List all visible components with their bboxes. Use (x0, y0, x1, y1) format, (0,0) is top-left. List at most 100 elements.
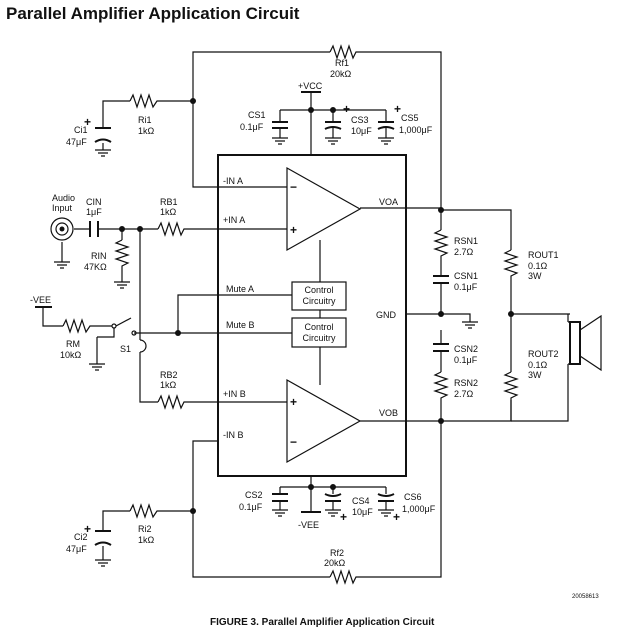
pin-in-a-pos: +IN A (223, 215, 245, 225)
capacitors (89, 121, 449, 546)
resistors (62, 44, 519, 585)
svg-text:+: + (290, 223, 297, 237)
control-b-line1: Control (304, 322, 333, 332)
label-cs1-name: CS1 (248, 110, 266, 120)
label-rsn2-value: 2.7Ω (454, 389, 474, 399)
supply-rails (35, 91, 321, 513)
capacitor-cs1 (272, 121, 288, 129)
ground-icon (325, 137, 341, 145)
ground-icon (378, 137, 394, 145)
label-ri2-value: 1kΩ (138, 535, 155, 545)
resistor-rf1 (329, 44, 358, 60)
ground-icon (95, 559, 111, 567)
opamp-b (286, 378, 362, 464)
capacitor-cs3 (324, 121, 342, 130)
label-ri2-name: Ri2 (138, 524, 152, 534)
label-ci2-value: 47μF (66, 544, 87, 554)
label-cs4-name: CS4 (352, 496, 370, 506)
label-rb2-value: 1kΩ (160, 380, 177, 390)
label-rout1-name: ROUT1 (528, 250, 559, 260)
label-ci1-value: 47μF (66, 137, 87, 147)
ground-icon (378, 509, 394, 517)
label-rf2-name: Rf2 (330, 548, 344, 558)
label-rm-value: 10kΩ (60, 350, 82, 360)
ground-icon (89, 363, 105, 371)
svg-text:+: + (394, 102, 401, 116)
pin-gnd: GND (376, 310, 397, 320)
svg-text:+: + (84, 115, 91, 129)
switch-label: S1 (120, 344, 131, 354)
label-csn1-value: 0.1μF (454, 282, 478, 292)
capacitor-csn1 (433, 275, 449, 284)
label-cs5-value: 1,000μF (399, 125, 433, 135)
label-cs1-value: 0.1μF (240, 122, 264, 132)
pin-labels: -IN A +IN A VOA Mute A GND Mute B +IN B … (223, 176, 398, 440)
page-title: Parallel Amplifier Application Circuit (6, 4, 300, 23)
vee-bottom-label: -VEE (298, 520, 319, 530)
label-rm-name: RM (66, 339, 80, 349)
svg-text:Input: Input (52, 203, 73, 213)
switch-s1-icon (97, 317, 147, 353)
capacitor-cin (89, 221, 99, 237)
control-b-line2: Circuitry (303, 333, 336, 343)
label-cin-name: CIN (86, 197, 102, 207)
label-ci1-name: Ci1 (74, 125, 88, 135)
label-rout1-rating: 3W (528, 271, 542, 281)
control-circuitry-a (291, 281, 347, 311)
svg-text:+: + (84, 522, 91, 536)
label-cs4-value: 10μF (352, 507, 373, 517)
resistor-ri2 (129, 503, 160, 519)
capacitor-cs5 (377, 121, 395, 130)
label-csn1-name: CSN1 (454, 271, 478, 281)
opamp-a (286, 166, 362, 252)
resistor-rb1 (157, 221, 186, 237)
speaker-icon (511, 314, 602, 422)
capacitor-csn2 (433, 343, 449, 352)
ground-icon (272, 137, 288, 145)
label-rsn1-name: RSN1 (454, 236, 478, 246)
pin-in-b-pos: +IN B (223, 389, 246, 399)
label-rsn1-value: 2.7Ω (454, 247, 474, 257)
capacitor-ci2 (94, 530, 112, 546)
resistor-rsn1 (433, 229, 449, 258)
ground-icon (54, 261, 70, 269)
opamp-inputs: − + + − (290, 180, 297, 449)
svg-text:−: − (290, 435, 297, 449)
label-rout2-rating: 3W (528, 370, 542, 380)
label-ri1-name: Ri1 (138, 115, 152, 125)
polarity-marks: + + + + + + (84, 102, 401, 536)
wires (42, 51, 570, 578)
svg-text:+: + (290, 395, 297, 409)
label-rb1-value: 1kΩ (160, 207, 177, 217)
component-labels: Rf1 20kΩ Ri1 1kΩ Ci1 47μF CS1 0.1μF CS3 … (60, 58, 559, 568)
amplifier-chip (217, 154, 407, 477)
resistor-rm (62, 318, 92, 334)
label-cs6-value: 1,000μF (402, 504, 436, 514)
audio-input-label: Audio Input (52, 193, 75, 213)
label-cs3-name: CS3 (351, 115, 369, 125)
ground-symbols (54, 137, 478, 567)
svg-text:Audio: Audio (52, 193, 75, 203)
junction-dots (119, 98, 514, 514)
label-rin-value: 47KΩ (84, 262, 107, 272)
resistor-rout1 (503, 249, 519, 278)
pin-mute-a: Mute A (226, 284, 254, 294)
label-rout1-value: 0.1Ω (528, 261, 548, 271)
label-cs6-name: CS6 (404, 492, 422, 502)
vcc-label: +VCC (298, 81, 323, 91)
resistor-rf2 (329, 569, 358, 585)
svg-text:−: − (290, 180, 297, 194)
label-cs5-name: CS5 (401, 113, 419, 123)
control-a-line1: Control (304, 285, 333, 295)
svg-text:+: + (340, 510, 347, 524)
label-cin-value: 1μF (86, 207, 102, 217)
pin-voa: VOA (379, 197, 398, 207)
pin-mute-b: Mute B (226, 320, 255, 330)
resistor-rsn2 (433, 371, 449, 400)
capacitor-cs4 (324, 493, 342, 502)
label-rb2-name: RB2 (160, 370, 178, 380)
label-rout2-name: ROUT2 (528, 349, 559, 359)
capacitor-cs2 (272, 493, 288, 502)
ground-icon (462, 321, 478, 329)
